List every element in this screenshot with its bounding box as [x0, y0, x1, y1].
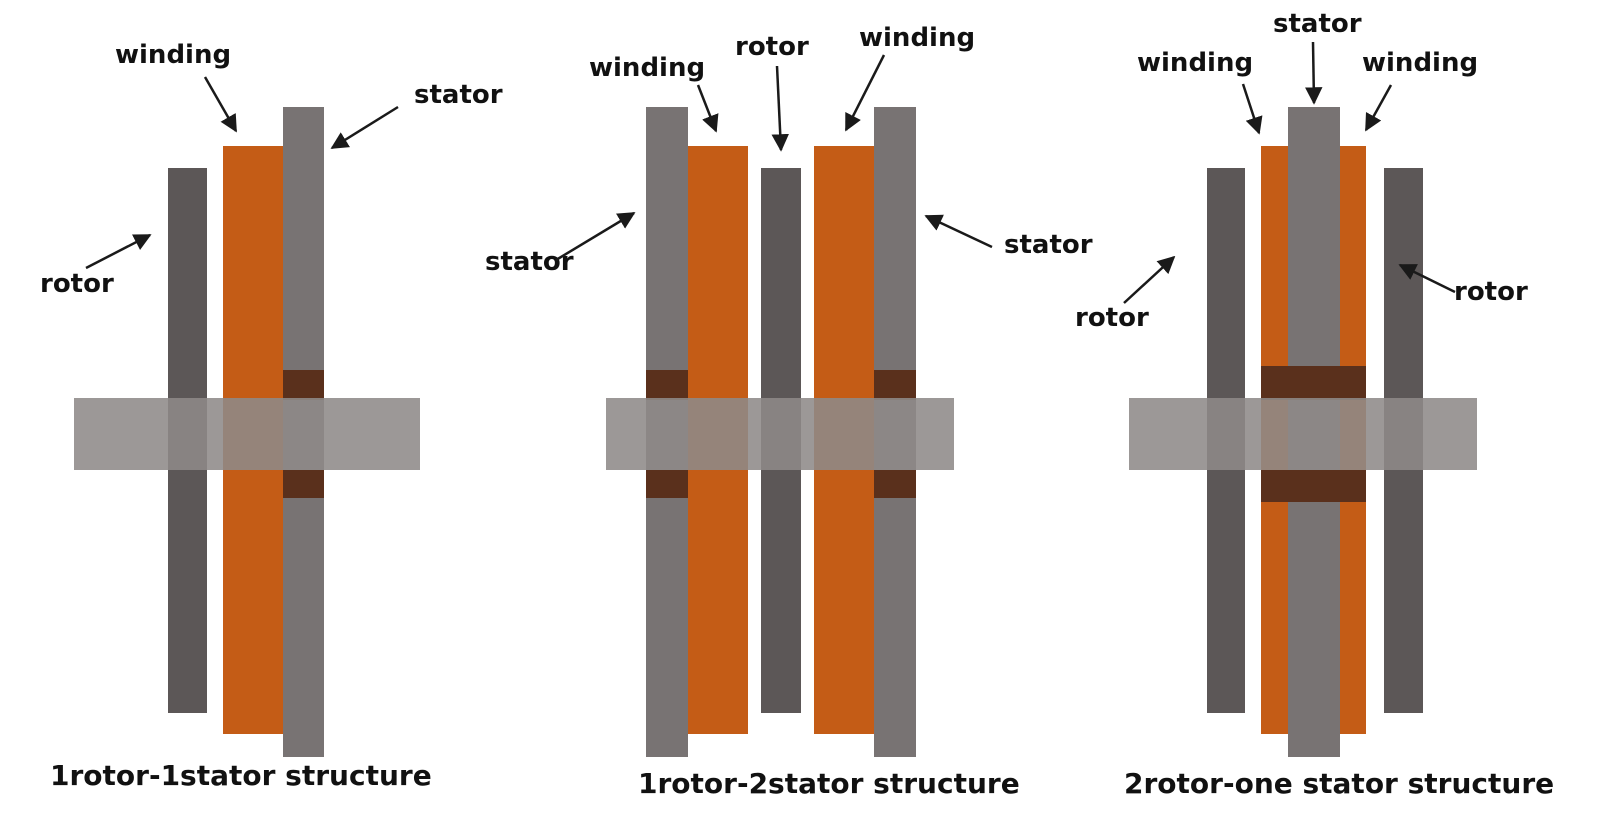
shaft	[606, 398, 954, 470]
stator-core-block-bottom	[283, 470, 324, 498]
arrow-rotor	[771, 65, 789, 152]
arrow-rotor-left	[1123, 255, 1176, 304]
label-stator: stator	[1273, 9, 1362, 39]
label-rotor: rotor	[735, 32, 809, 62]
arrow-winding-left	[1241, 83, 1263, 135]
arrow-winding-right	[844, 54, 886, 132]
arrow-stator	[1304, 41, 1323, 105]
arrow-winding-right	[1364, 84, 1393, 132]
arrow-winding	[203, 76, 238, 133]
stator-right-core-block-bottom	[874, 470, 916, 498]
stator-left-core-block-bottom	[646, 470, 688, 498]
shaft	[74, 398, 420, 470]
caption-1rotor-1stator: 1rotor-1stator structure	[50, 759, 432, 792]
panel-2rotor-1stator: stator winding winding rotor rotor 2roto…	[1075, 9, 1554, 800]
label-winding-left: winding	[1137, 48, 1253, 78]
shaft	[1129, 398, 1477, 470]
label-winding-left: winding	[589, 53, 705, 83]
stator-left-core-block-top	[646, 370, 688, 400]
panel-1rotor-1stator: winding stator rotor 1rotor-1stator stru…	[40, 40, 503, 792]
label-stator-left: stator	[485, 247, 574, 277]
arrow-stator-right	[924, 214, 993, 249]
stator-core-block-top	[283, 370, 324, 400]
stator-right-core-block-top	[874, 370, 916, 400]
arrow-stator	[330, 105, 399, 150]
arrow-winding-left	[696, 84, 719, 133]
label-winding: winding	[115, 40, 231, 70]
label-winding-right: winding	[859, 23, 975, 53]
arrow-stator-left	[555, 211, 636, 262]
label-rotor-left: rotor	[1075, 303, 1149, 333]
panel-1rotor-2stator: winding rotor winding stator stator 1rot…	[485, 23, 1093, 800]
label-rotor-right: rotor	[1454, 277, 1528, 307]
caption-1rotor-2stator: 1rotor-2stator structure	[638, 767, 1020, 800]
stator-core-block-bottom	[1261, 470, 1366, 502]
stator-core-block-top	[1261, 366, 1366, 400]
label-stator: stator	[414, 80, 503, 110]
label-winding-right: winding	[1362, 48, 1478, 78]
label-stator-right: stator	[1004, 230, 1093, 260]
arrow-rotor-right	[1398, 263, 1456, 294]
arrow-rotor	[85, 233, 152, 270]
label-rotor: rotor	[40, 269, 114, 299]
caption-2rotor-1stator: 2rotor-one stator structure	[1124, 767, 1554, 800]
